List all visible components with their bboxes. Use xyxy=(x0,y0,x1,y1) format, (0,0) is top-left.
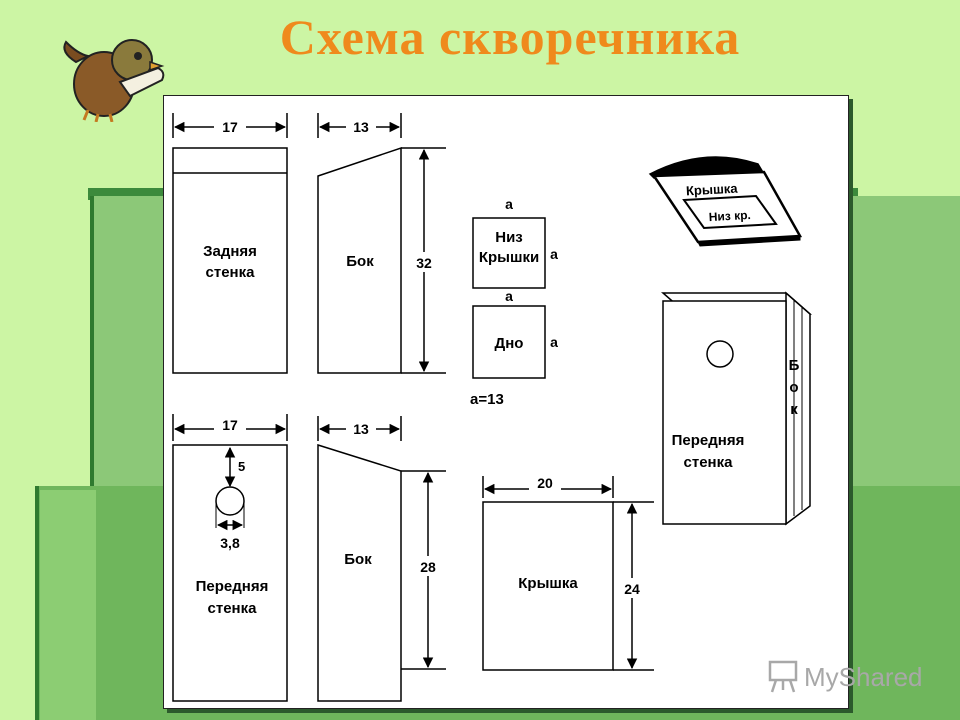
myshared-watermark: MyShared xyxy=(768,660,923,693)
front-wall-part: 17 5 3,8 Передняя стенка xyxy=(172,414,288,702)
side-bottom-height-label: 28 xyxy=(420,559,436,575)
lid-width-label: 20 xyxy=(537,475,553,491)
entrance-hole xyxy=(215,486,245,516)
side-top-part: 13 32 Бок xyxy=(317,113,446,374)
back-wall-width-label: 17 xyxy=(222,119,238,135)
assembled-lid-illustration: Крышка Низ кр. xyxy=(648,156,803,247)
a-value-note: а=13 xyxy=(470,391,504,408)
front-wall-width-label: 17 xyxy=(222,417,238,433)
side-top-height-label: 32 xyxy=(416,255,432,271)
assembled-side-letter-2: о xyxy=(789,379,798,396)
assembled-entrance-hole xyxy=(706,340,734,368)
floor-part: а Дно а а=13 xyxy=(470,288,558,408)
back-wall-part: 17 Задняя стенка xyxy=(172,113,288,374)
floor-a-top: а xyxy=(505,288,513,304)
lid-height-label: 24 xyxy=(624,581,640,597)
lid-bottom-label-2: Крышки xyxy=(479,249,539,266)
lid-bottom-part: а Низ Крышки а xyxy=(472,196,558,289)
lid-part: 20 24 Крышка xyxy=(482,474,654,671)
assembled-front-label-1: Передняя xyxy=(672,432,745,449)
side-bottom-label: Бок xyxy=(344,551,372,568)
lid-bottom-a-right: а xyxy=(550,246,558,262)
birdhouse-diagram-board: 17 Задняя стенка 13 32 Бок а Низ Кры xyxy=(163,95,849,709)
assembled-lid-bottom-label: Низ кр. xyxy=(708,208,751,224)
side-bottom-width-label: 13 xyxy=(353,421,369,437)
side-top-label: Бок xyxy=(346,253,374,270)
assembled-side-letter-3: к xyxy=(790,401,798,418)
lid-bottom-label-1: Низ xyxy=(495,229,523,246)
front-wall-label-2: стенка xyxy=(208,600,258,617)
front-wall-hole-diameter-label: 3,8 xyxy=(220,535,240,551)
assembled-side-letter-1: Б xyxy=(789,357,800,374)
floor-label: Дно xyxy=(495,335,524,352)
side-bottom-part: 13 28 Бок xyxy=(317,416,446,702)
presentation-board-icon xyxy=(768,660,798,693)
back-wall-label-2: стенка xyxy=(206,264,256,281)
watermark-text: MyShared xyxy=(804,662,923,692)
bg-panel-left-strip xyxy=(40,490,96,720)
assembled-front-label-2: стенка xyxy=(684,454,734,471)
floor-a-right: а xyxy=(550,334,558,350)
back-wall-label-1: Задняя xyxy=(203,243,257,260)
bird-scroll-icon xyxy=(63,39,165,122)
assembled-birdhouse-illustration: Передняя стенка Б о к xyxy=(661,291,812,526)
assembled-lid-label: Крышка xyxy=(686,181,739,199)
lid-label: Крышка xyxy=(518,575,578,592)
front-wall-label-1: Передняя xyxy=(196,578,269,595)
lid-bottom-a-top: а xyxy=(505,196,513,212)
slide-title: Схема скворечника xyxy=(279,9,741,65)
front-wall-hole-offset-label: 5 xyxy=(238,459,245,474)
side-top-width-label: 13 xyxy=(353,119,369,135)
